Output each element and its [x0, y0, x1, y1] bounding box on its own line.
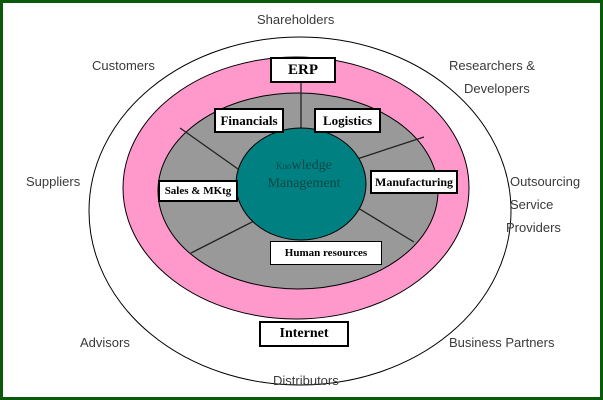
stakeholder-customers: Customers: [92, 58, 155, 73]
stakeholder-business-partners: Business Partners: [449, 335, 555, 350]
module-human-resources: Human resources: [270, 241, 382, 265]
divider-lower-left: [190, 218, 259, 254]
stakeholder-outsourcing-line1: Outsourcing: [510, 174, 581, 189]
module-logistics: Logistics: [314, 108, 381, 133]
stakeholder-researchers-line1: Researchers &: [449, 58, 535, 73]
financials-label: Financials: [220, 112, 278, 128]
sector-dividers: [179, 78, 425, 254]
sales-marketing-label: Sales & MKtg: [164, 185, 232, 197]
core-label-rest: wledge: [291, 158, 332, 173]
stakeholder-suppliers: Suppliers: [26, 174, 81, 189]
stakeholder-outsourcing-line3: Providers: [506, 220, 561, 235]
stakeholder-researchers-line2: Developers: [464, 81, 530, 96]
stakeholder-shareholders: Shareholders: [257, 12, 335, 27]
diagram-rings: [88, 36, 512, 386]
stakeholder-distributors: Distributors: [273, 373, 339, 388]
human-resources-label: Human resources: [284, 247, 368, 259]
module-sales-marketing: Sales & MKtg: [158, 180, 238, 202]
knowledge-management-label: Knowledge Management: [243, 157, 365, 192]
internet-label: Internet: [279, 326, 329, 341]
erp-label: ERP: [288, 61, 318, 78]
logistics-label: Logistics: [322, 112, 373, 128]
divider-lower-right: [357, 207, 415, 243]
manufacturing-label: Manufacturing: [375, 174, 453, 189]
core-label-line2: Management: [267, 176, 341, 191]
module-financials: Financials: [214, 108, 284, 133]
core-label-prefix: Kno: [276, 161, 292, 171]
module-manufacturing: Manufacturing: [370, 170, 458, 194]
stakeholder-outsourcing-line2: Service: [510, 197, 554, 212]
stakeholder-advisors: Advisors: [80, 335, 130, 350]
divider-upper-left: [179, 127, 239, 170]
internet-box: Internet: [259, 321, 349, 347]
erp-box: ERP: [270, 57, 336, 83]
divider-upper-right: [356, 136, 425, 160]
